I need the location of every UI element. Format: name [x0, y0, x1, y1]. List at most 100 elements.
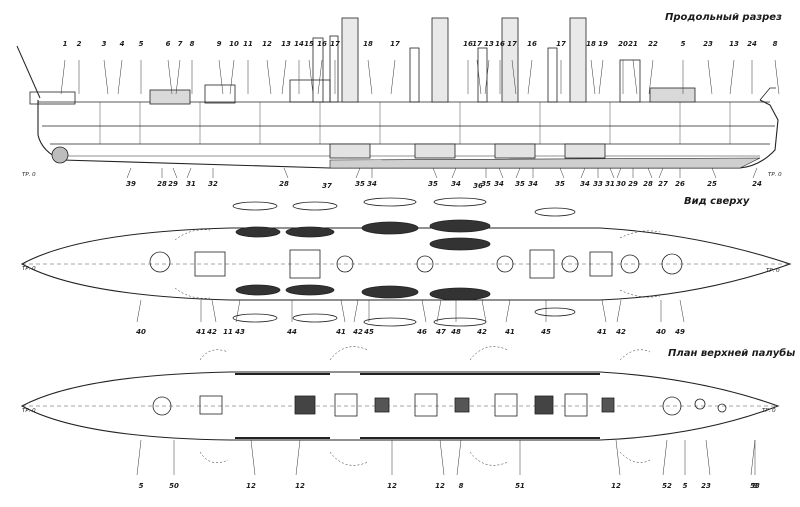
bow-torpedo-tube-icon — [51, 146, 69, 164]
callout-number: 34 — [528, 180, 538, 188]
callout-number: 45 — [364, 328, 374, 336]
callout-leader — [615, 439, 621, 476]
callout-number: 27 — [658, 180, 668, 188]
callout-leader — [340, 299, 346, 323]
callout-number: 9 — [217, 40, 222, 48]
callout-leader — [456, 439, 462, 476]
callout-number: 12 — [387, 482, 397, 490]
callout-number: 29 — [168, 180, 178, 188]
callout-number: 2 — [77, 40, 82, 48]
callout-leader — [648, 59, 654, 95]
callout-leader — [218, 59, 224, 95]
callout-leader — [729, 59, 735, 95]
funnel-1 — [341, 17, 359, 103]
callout-number: 12 — [262, 40, 272, 48]
callout-number: 35 — [555, 180, 565, 188]
top-hull-outline — [20, 227, 792, 301]
callout-number: 35 — [515, 180, 525, 188]
longitudinal-section — [16, 17, 779, 169]
callout-number: 8 — [190, 40, 195, 48]
deck-funnel-casing-4 — [564, 393, 588, 417]
callout-number: 37 — [322, 182, 332, 190]
callout-leader — [211, 299, 217, 323]
callout-number: 5 — [681, 40, 686, 48]
boiler-room-4 — [564, 143, 606, 159]
deck-funnel-casing-3 — [494, 393, 518, 417]
callout-number: 35 — [428, 180, 438, 188]
callout-number: 30 — [616, 180, 626, 188]
callout-leader — [601, 299, 607, 323]
callout-number: 12 — [435, 482, 445, 490]
callout-number: 26 — [675, 180, 685, 188]
hull-outline — [37, 99, 779, 169]
forecastle-structure — [29, 91, 76, 105]
callout-leader — [774, 59, 780, 95]
callout-number: 3 — [102, 40, 107, 48]
callout-number: 35 — [355, 180, 365, 188]
callout-leader — [609, 167, 615, 179]
callout-leader — [679, 299, 685, 323]
callout-number: 28 — [279, 180, 289, 188]
callout-leader — [432, 167, 438, 179]
ventilator-1 — [312, 37, 324, 103]
boat-outboard-10 — [534, 307, 576, 317]
conning-tower — [204, 84, 236, 104]
deck-hull-outline — [20, 371, 780, 441]
callout-number: 20 — [618, 40, 628, 48]
callout-number: 12 — [246, 482, 256, 490]
callout-leader — [616, 167, 622, 179]
deck-funnel-casing-2 — [414, 393, 438, 417]
boat-outboard-2 — [292, 201, 338, 211]
top-funnel-2 — [416, 255, 434, 273]
callout-leader — [126, 167, 132, 179]
callout-number: 42 — [353, 328, 363, 336]
top-funnel-1 — [336, 255, 354, 273]
callout-leader — [172, 167, 178, 179]
callout-leader — [707, 59, 713, 95]
callout-leader — [658, 167, 664, 179]
boat-outboard-7 — [292, 313, 338, 323]
callout-leader — [250, 439, 256, 476]
deck-hatch-4 — [534, 395, 554, 415]
callout-number: 42 — [616, 328, 626, 336]
callout-number: 33 — [593, 180, 603, 188]
callout-number: 19 — [598, 40, 608, 48]
callout-number: 44 — [287, 328, 297, 336]
axis-mark-top-left: ТР. 0 — [22, 266, 36, 272]
funnel-3 — [501, 17, 519, 103]
deck-plan-title: План верхней палубы — [668, 348, 796, 359]
callout-number: 5 — [139, 482, 144, 490]
callout-leader — [229, 59, 235, 95]
boat-6 — [235, 284, 281, 296]
deck-hatch-2 — [374, 397, 390, 413]
axis-mark-section-right: ТР. 0 — [768, 172, 782, 178]
funnel-4 — [569, 17, 587, 103]
callout-number: 36 — [473, 182, 483, 190]
callout-leader — [752, 167, 758, 179]
aft-bridge — [649, 87, 696, 103]
callout-number: 39 — [126, 180, 136, 188]
callout-leader — [283, 167, 289, 179]
callout-leader — [281, 59, 287, 95]
upper-deck-plan — [20, 346, 780, 466]
callout-number: 18 — [586, 40, 596, 48]
callout-number: 16 — [463, 40, 473, 48]
callout-leader — [167, 59, 173, 95]
deck-gun-arcs — [199, 346, 651, 466]
callout-leader — [175, 59, 181, 95]
callout-number: 18 — [363, 40, 373, 48]
callout-number: 13 — [281, 40, 291, 48]
callout-number: 8 — [773, 40, 778, 48]
callout-leader — [476, 59, 482, 95]
callout-number: 13 — [484, 40, 494, 48]
callout-leader — [136, 439, 142, 476]
callout-number: 45 — [541, 328, 551, 336]
callout-leader — [355, 167, 361, 179]
callout-leader — [662, 439, 668, 476]
boat-outboard-6 — [232, 313, 278, 323]
callout-number: 49 — [675, 328, 685, 336]
callout-leader — [103, 59, 109, 95]
stern-flagstaff — [759, 87, 776, 101]
callout-number: 40 — [136, 328, 146, 336]
